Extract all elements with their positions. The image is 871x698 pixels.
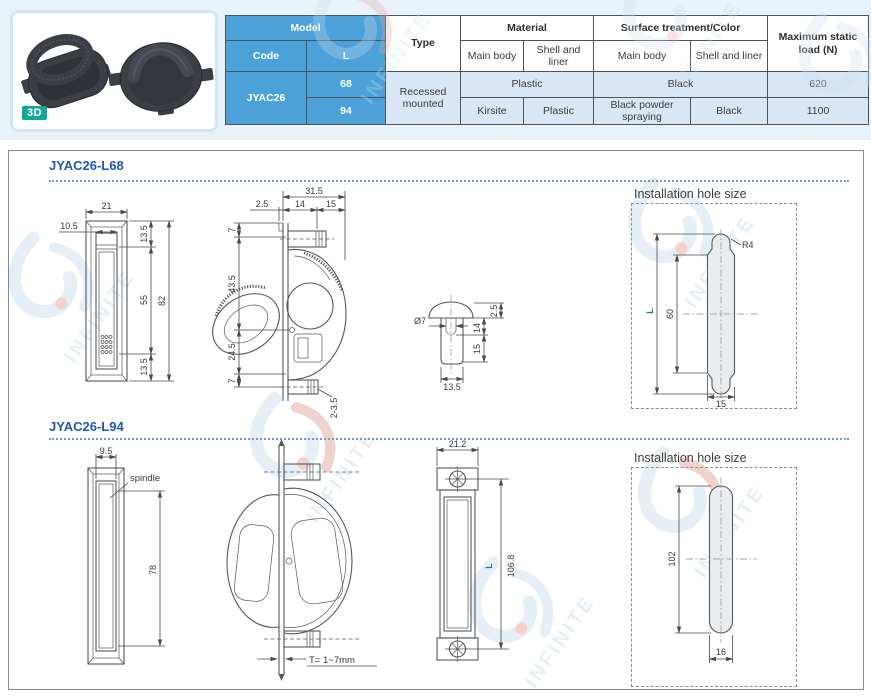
col-header-surface-main: Main body <box>593 40 691 72</box>
dim-label: 106.8 <box>506 555 516 578</box>
dim-label: L <box>484 563 494 569</box>
spindle-label: spindle <box>130 473 160 484</box>
product-photo-image <box>21 34 214 116</box>
cell-load-94: 1100 <box>767 96 869 126</box>
hole-size-title-l94: Installation hole size <box>634 451 747 465</box>
dim-label: 15 <box>716 399 726 409</box>
dim-label: 16 <box>716 647 726 657</box>
dim-label: 7 <box>227 227 237 232</box>
dim-label: 7 <box>227 378 237 383</box>
cell-surface-shell-94: Black <box>690 96 768 126</box>
cell-material-68: Plastic <box>460 71 594 98</box>
l94-hole-view: 102 16 <box>667 477 757 663</box>
cell-code: JYAC26 <box>225 70 307 126</box>
dim-label: 2-3.5 <box>329 398 339 419</box>
cell-surface-main-94: Black powder spraying <box>593 96 691 126</box>
dim-label: 15 <box>326 199 336 209</box>
col-header-material-main: Main body <box>460 40 524 72</box>
dim-label: 2.5 <box>489 305 499 318</box>
dim-label: 21.2 <box>449 439 467 449</box>
col-header-model: Model <box>225 15 386 41</box>
col-header-material: Material <box>460 15 594 41</box>
dim-label: 31.5 <box>305 186 323 196</box>
dim-label: 102 <box>667 551 677 566</box>
header-strip: 3D Model Type Material Surface treatment… <box>0 0 871 140</box>
cell-material-shell-94: Plastic <box>523 96 594 126</box>
dim-label: L <box>645 308 655 314</box>
table-row: 94 Kirsite Plastic Black powder spraying… <box>226 96 869 126</box>
drawings-panel: INFINITE INFINITE INFINITE INFINITE INFI… <box>8 150 864 690</box>
table-row: JYAC26 68 Recessed mounted Plastic Black… <box>225 70 869 126</box>
3d-view-badge[interactable]: 3D <box>22 106 48 120</box>
cell-surface-68: Black <box>593 71 768 98</box>
l68-front-view: 21 10.5 13.5 55 13.5 82 <box>59 201 174 382</box>
cell-material-main-94: Kirsite <box>460 96 524 126</box>
hole-size-title-l68: Installation hole size <box>634 187 747 201</box>
l68-rivet-view: Ø7 14 15 2.5 13.5 <box>414 295 504 392</box>
l94-strip-view: 21.2 L 106.8 <box>436 439 516 662</box>
product-photo: 3D <box>10 10 218 132</box>
dim-label: 14 <box>472 323 482 333</box>
col-header-material-shell: Shell and liner <box>523 40 594 72</box>
dim-label: 21 <box>101 201 111 211</box>
dim-label: 82 <box>157 296 167 306</box>
l94-side-view: T= 1~7mm <box>226 439 377 681</box>
dim-label: 24.5 <box>227 343 237 361</box>
cell-l-94: 94 <box>306 96 386 126</box>
col-header-surface-shell: Shell and liner <box>690 40 768 72</box>
dim-label: 2.5 <box>256 199 269 209</box>
dim-label: 15 <box>472 344 482 354</box>
l68-hole-view: L 60 R4 15 <box>645 229 759 409</box>
dim-label: 55 <box>139 295 149 305</box>
dim-label: Ø7 <box>414 316 426 326</box>
cell-load-68: 620 <box>767 71 869 98</box>
l94-front-view: 9.5 spindle 78 <box>87 446 165 665</box>
dim-label: 60 <box>665 309 675 319</box>
dim-label: 78 <box>148 565 158 575</box>
section-title-l68: JYAC26-L68 <box>49 158 124 173</box>
divider-l94 <box>49 438 849 440</box>
dim-label: 9.5 <box>100 446 113 456</box>
dim-label: 10.5 <box>60 221 78 231</box>
dim-label: 14 <box>295 199 305 209</box>
col-header-max-load: Maximum static load (N) <box>767 15 869 72</box>
col-header-type: Type <box>385 15 461 72</box>
cell-type: Recessed mounted <box>385 70 461 126</box>
spec-table: Model Type Material Surface treatment/Co… <box>225 15 869 126</box>
l68-side-view: 31.5 2.5 14 15 7 43.5 24.5 7 <box>212 186 347 419</box>
dim-label: R4 <box>742 240 754 250</box>
col-header-code: Code <box>225 40 307 72</box>
dim-label: 13.5 <box>139 358 149 376</box>
dim-label: 43.5 <box>227 275 237 293</box>
divider-l68 <box>49 180 849 182</box>
col-header-l: L <box>306 40 386 72</box>
col-header-surface: Surface treatment/Color <box>593 15 768 41</box>
dim-label: 13.5 <box>139 225 149 243</box>
hole-box-l68 <box>631 203 797 409</box>
dim-label: 13.5 <box>443 382 461 392</box>
section-title-l94: JYAC26-L94 <box>49 419 124 434</box>
thickness-label: T= 1~7mm <box>309 655 355 666</box>
cell-l-68: 68 <box>306 71 386 98</box>
